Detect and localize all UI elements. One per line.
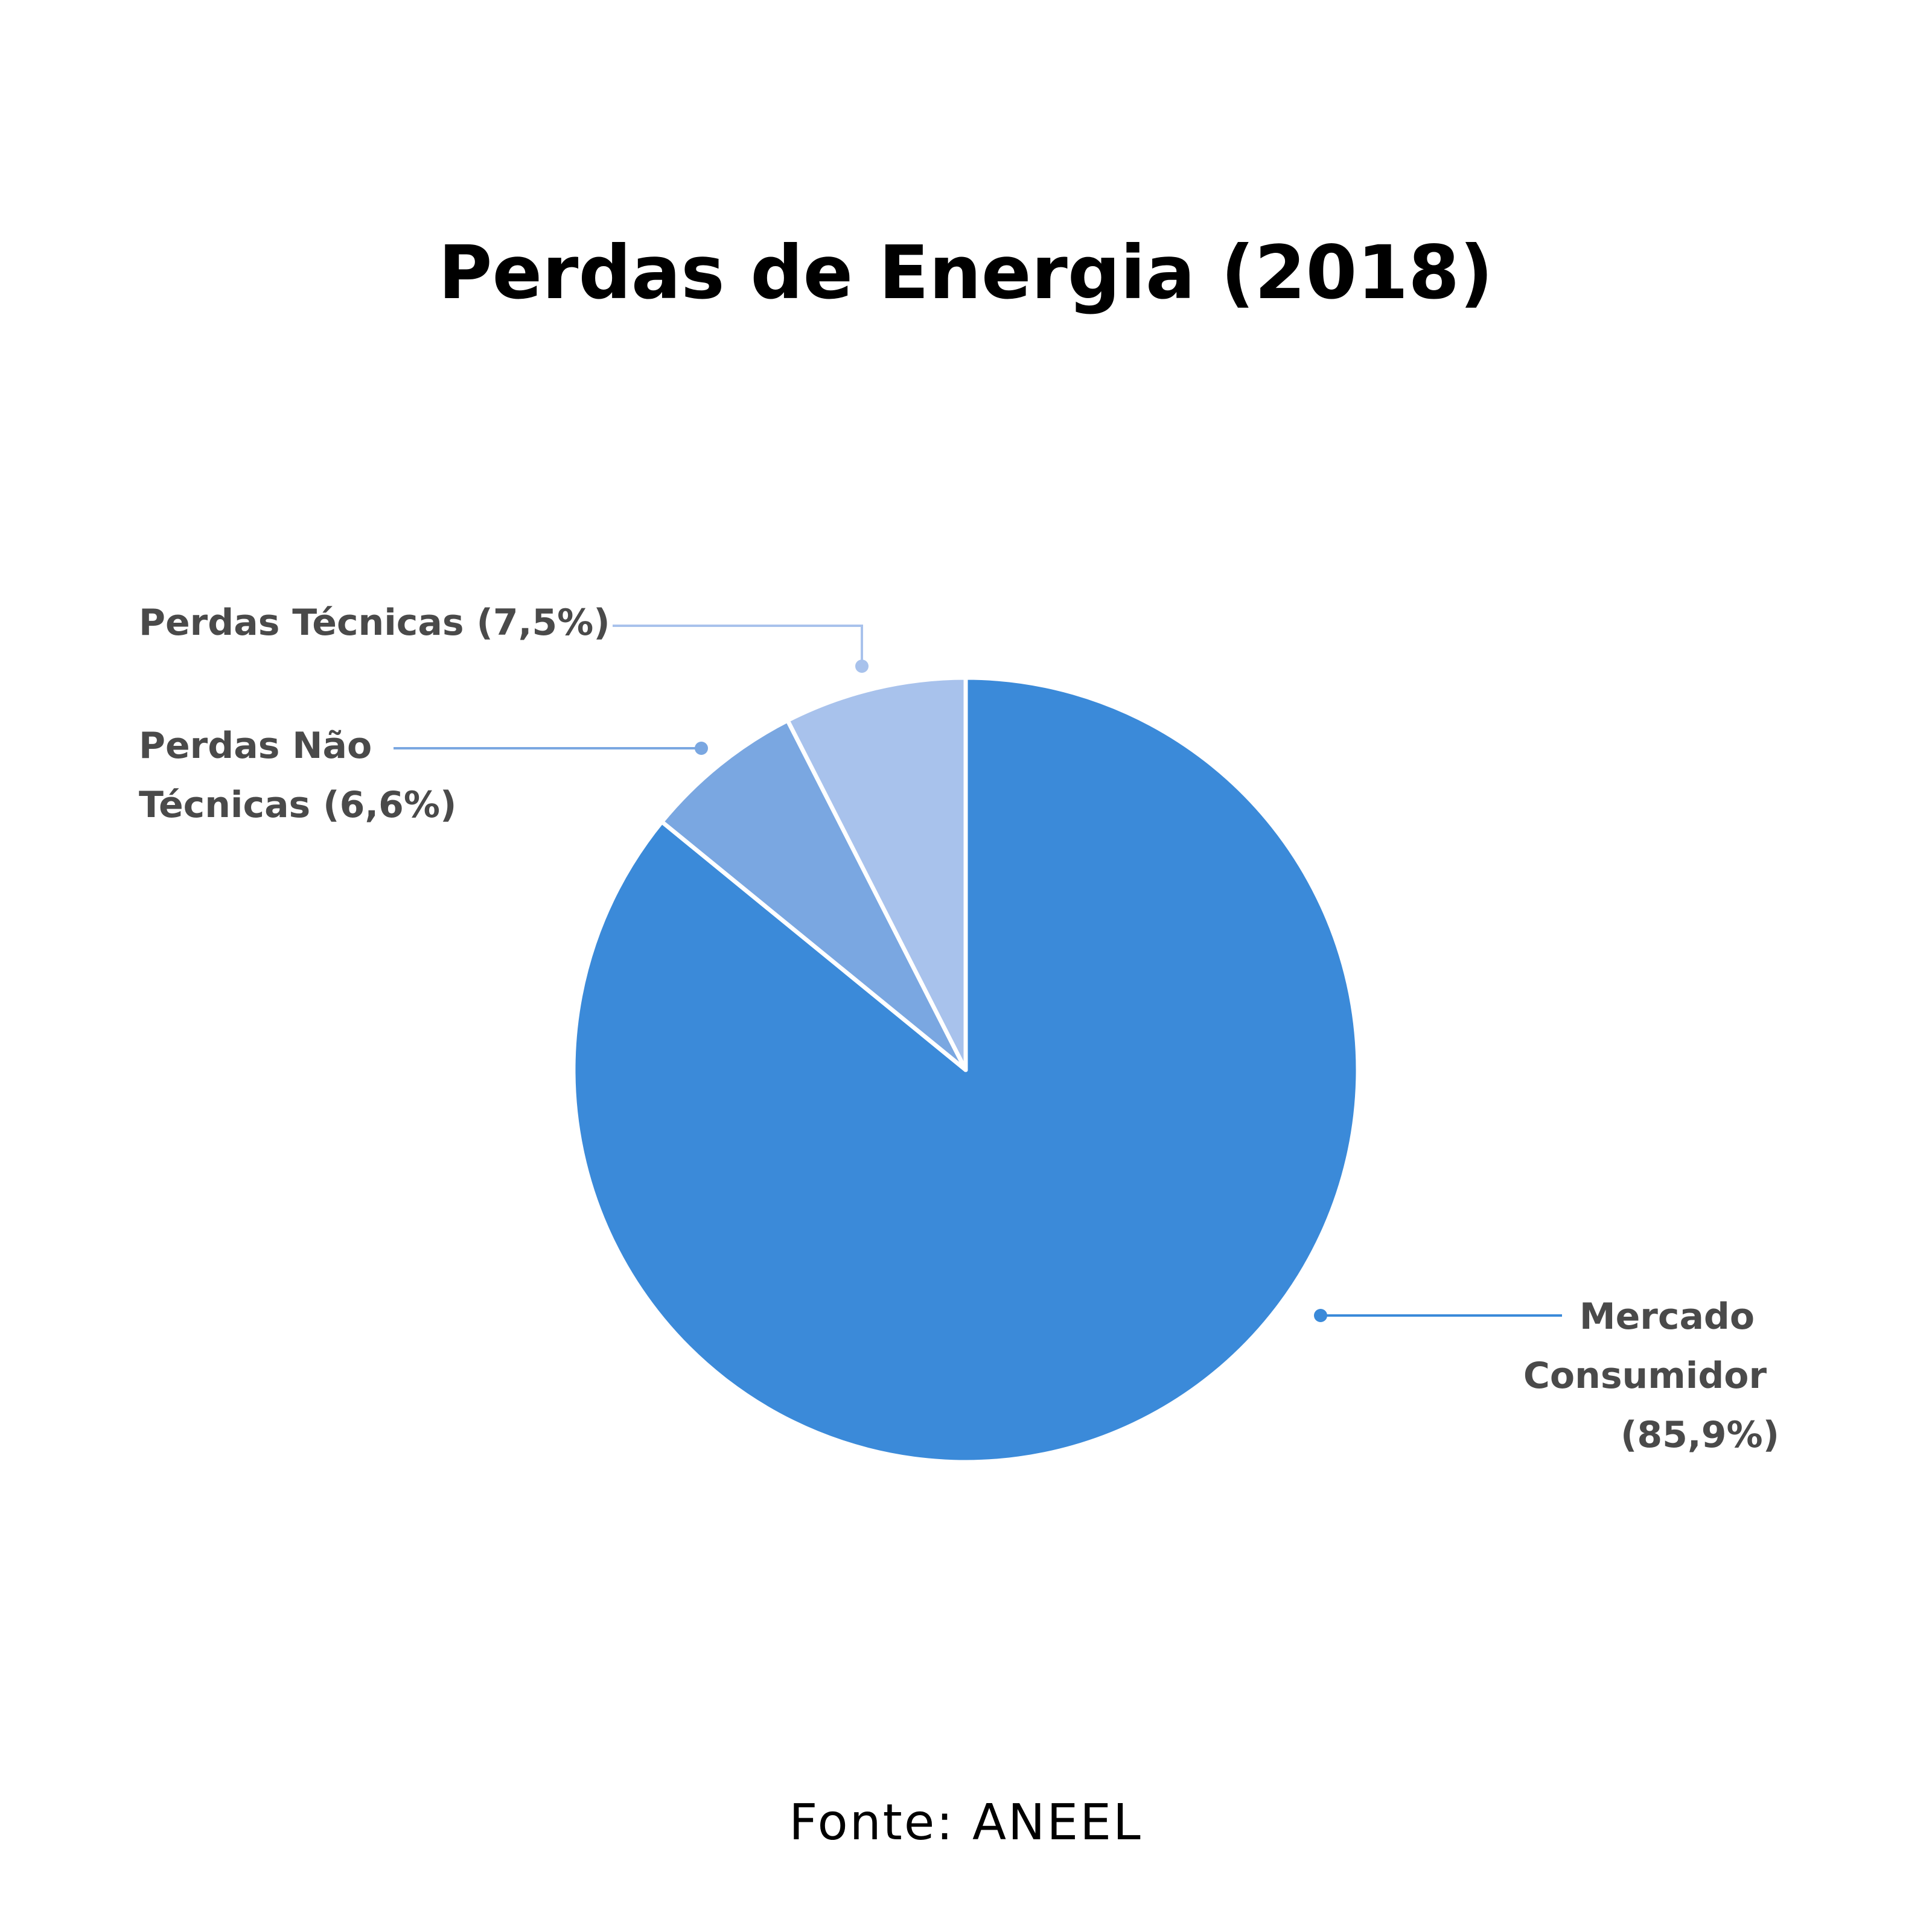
slice-label-mercado-consumidor: Mercado Consumidor (85,9%): [1523, 1296, 1779, 1456]
leader-line-perdas-tecnicas: [613, 625, 863, 666]
pie-slice-mercado-consumidor: [571, 675, 1360, 1465]
slice-label-mercado-consumidor-line-1: Mercado: [1580, 1296, 1755, 1338]
slice-label-perdas-nao-tecnicas: Perdas Não Técnicas (6,6%): [139, 725, 456, 826]
chart-source: Fonte: ANEEL: [789, 1794, 1142, 1851]
pie-slice-perdas-tecnicas: [785, 675, 968, 1072]
leader-dot-perdas-tecnicas: [855, 660, 869, 673]
chart-title: Perdas de Energia (2018): [438, 230, 1493, 316]
slice-label-perdas-tecnicas-line-1: Perdas Técnicas (7,5%): [139, 602, 610, 644]
leader-dot-perdas-nao-tecnicas: [695, 742, 708, 755]
slice-label-perdas-nao-tecnicas-line-1: Perdas Não: [139, 725, 372, 767]
callout-perdas-nao-tecnicas: Perdas Não Técnicas (6,6%): [139, 725, 708, 826]
slice-label-perdas-nao-tecnicas-line-2: Técnicas (6,6%): [139, 784, 456, 826]
pie-slices: [571, 675, 1360, 1465]
callout-mercado-consumidor: Mercado Consumidor (85,9%): [1314, 1296, 1779, 1456]
slice-label-mercado-consumidor-line-2: Consumidor: [1523, 1355, 1767, 1397]
callout-perdas-tecnicas: Perdas Técnicas (7,5%): [139, 602, 869, 673]
slice-label-perdas-tecnicas: Perdas Técnicas (7,5%): [139, 602, 610, 644]
leader-dot-mercado-consumidor: [1314, 1309, 1327, 1322]
pie-slice-perdas-nao-tecnicas: [660, 718, 968, 1072]
slice-label-mercado-consumidor-line-3: (85,9%): [1621, 1414, 1779, 1456]
